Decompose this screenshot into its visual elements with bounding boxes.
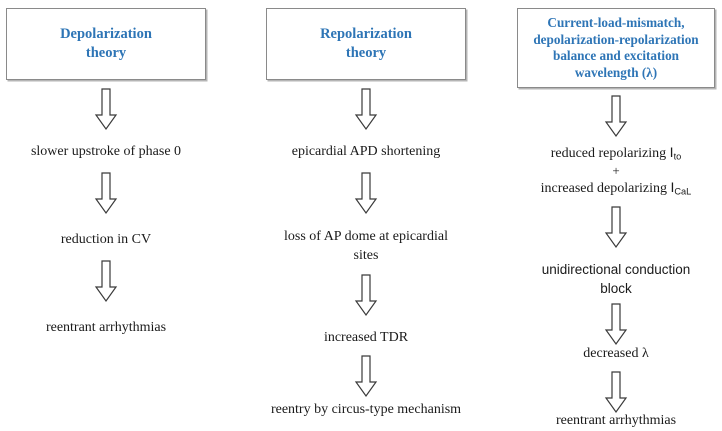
node-text: slower upstroke of phase 0 <box>30 144 182 159</box>
header-line-2: depolarization-repolarization <box>533 31 699 47</box>
node-text: increased TDR <box>323 330 409 345</box>
current-ical-line: increased depolarizing ICaL <box>540 179 692 197</box>
down-arrow-icon <box>351 172 381 216</box>
plus-sign: + <box>612 162 620 178</box>
flow-column-depolarization: Depolarization theory slower upstroke of… <box>6 0 206 429</box>
ical-prefix: increased depolarizing <box>540 181 671 197</box>
ito-symbol: Ito <box>669 144 682 162</box>
header-text-current-load-mismatch: Current-load-mismatch, depolarization-re… <box>529 15 702 81</box>
node-text: decreased λ <box>583 346 649 361</box>
node-line-2: sites <box>353 247 379 263</box>
header-line-2: theory <box>85 45 127 61</box>
down-arrow-icon <box>601 371 631 415</box>
down-arrow-icon <box>91 88 121 132</box>
down-arrow-icon <box>351 355 381 399</box>
down-arrow-icon <box>91 260 121 304</box>
ito-subscript: to <box>673 151 682 162</box>
down-arrow-icon <box>601 95 631 139</box>
header-box-repolarization: Repolarization theory <box>266 8 466 80</box>
node-text: reduction in CV <box>60 232 152 247</box>
down-arrow-icon <box>351 88 381 132</box>
node-text-currents: reduced repolarizing Ito + increased dep… <box>517 143 715 199</box>
node-line-1: unidirectional conduction <box>541 262 691 277</box>
node-line-1: loss of AP dome at epicardial <box>284 229 448 244</box>
node-text: reentrant arrhythmias <box>555 413 677 428</box>
header-line-1: Current-load-mismatch, <box>547 15 685 30</box>
header-line-4: wavelength (λ) <box>574 64 658 80</box>
node-text: reentry by circus-type mechanism <box>270 402 462 417</box>
node-text: loss of AP dome at epicardial sites <box>266 228 466 266</box>
node-text: epicardial APD shortening <box>291 144 441 159</box>
ito-prefix: reduced repolarizing <box>550 146 670 161</box>
header-box-depolarization: Depolarization theory <box>6 8 206 80</box>
ical-subscript: CaL <box>674 186 692 197</box>
down-arrow-icon <box>601 303 631 347</box>
flow-column-current-load-mismatch: Current-load-mismatch, depolarization-re… <box>517 0 715 429</box>
node-text: unidirectional conduction block <box>517 261 715 298</box>
down-arrow-icon <box>351 274 381 318</box>
header-line-2: theory <box>345 45 387 61</box>
header-line-1: Depolarization <box>60 26 152 43</box>
header-line-1: Repolarization <box>320 26 412 43</box>
down-arrow-icon <box>601 206 631 250</box>
node-line-2: block <box>600 280 632 296</box>
node-text: reentrant arrhythmias <box>45 320 167 335</box>
header-text-depolarization: Depolarization theory <box>56 25 156 62</box>
header-line-3: balance and excitation <box>552 48 679 63</box>
flow-column-repolarization: Repolarization theory epicardial APD sho… <box>266 0 466 429</box>
ical-symbol: ICaL <box>670 179 692 197</box>
header-box-current-load-mismatch: Current-load-mismatch, depolarization-re… <box>517 8 715 88</box>
header-text-repolarization: Repolarization theory <box>316 25 416 62</box>
down-arrow-icon <box>91 172 121 216</box>
current-ito-line: reduced repolarizing Ito <box>550 144 682 162</box>
